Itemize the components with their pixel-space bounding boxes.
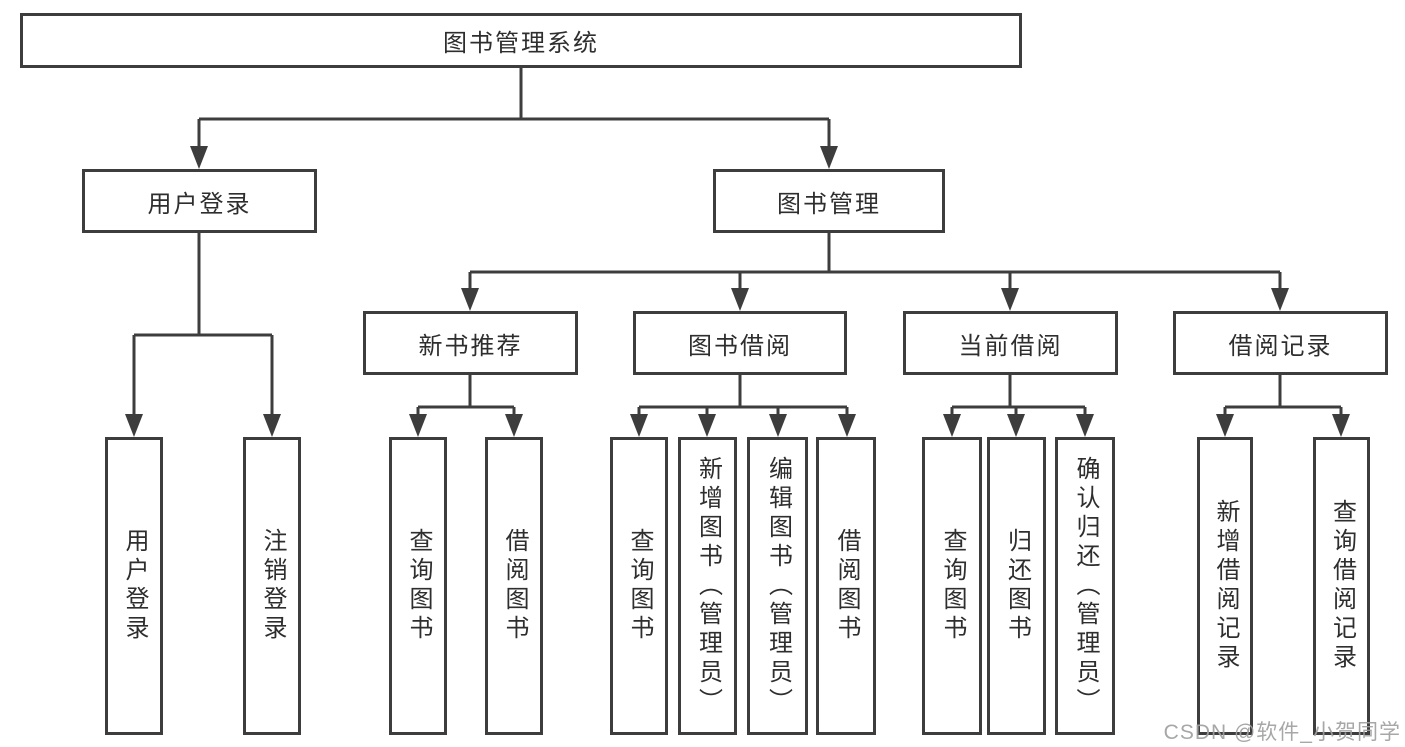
- leaf-query-borrow-record-label: 查询借阅记录: [1328, 499, 1356, 673]
- node-root-label: 图书管理系统: [443, 30, 599, 57]
- leaf-logout-label: 注销登录: [259, 528, 286, 644]
- node-new-book-recommendation-label: 新书推荐: [418, 332, 523, 360]
- node-current-borrowing-label: 当前借阅: [958, 332, 1063, 360]
- arrowhead-icons: [125, 146, 1350, 437]
- leaf-query-books-current-label: 查询图书: [939, 528, 966, 644]
- node-borrowing-records: 借阅记录: [1173, 311, 1388, 375]
- leaf-query-books-borrowing: 查询图书: [610, 437, 668, 735]
- leaf-query-borrow-record: 查询借阅记录: [1313, 437, 1370, 735]
- leaf-add-books-admin-label: 新增图书（管理员）: [694, 455, 722, 717]
- leaf-query-books-current: 查询图书: [922, 437, 982, 735]
- node-book-management-label: 图书管理: [777, 190, 881, 218]
- node-user-login-label: 用户登录: [147, 190, 252, 218]
- leaf-edit-books-admin: 编辑图书（管理员）: [747, 437, 808, 735]
- leaf-confirm-return-admin: 确认归还（管理员）: [1055, 437, 1115, 735]
- leaf-add-borrow-record-label: 新增借阅记录: [1212, 499, 1239, 673]
- watermark: CSDN @软件_小贺同学: [1163, 721, 1401, 744]
- leaf-return-books-label: 归还图书: [1003, 528, 1031, 644]
- node-borrowing-records-label: 借阅记录: [1228, 332, 1333, 360]
- leaf-borrow-books-borrowing-label: 借阅图书: [833, 528, 860, 644]
- leaf-query-books-recommend: 查询图书: [389, 437, 447, 735]
- leaf-query-books-recommend-label: 查询图书: [405, 528, 432, 644]
- leaf-borrow-books-borrowing: 借阅图书: [816, 437, 876, 735]
- node-book-borrowing: 图书借阅: [633, 311, 847, 375]
- leaf-user-login: 用户登录: [105, 437, 163, 735]
- node-new-book-recommendation: 新书推荐: [363, 311, 578, 375]
- leaf-logout: 注销登录: [243, 437, 301, 735]
- leaf-add-books-admin: 新增图书（管理员）: [678, 437, 737, 735]
- leaf-query-books-borrowing-label: 查询图书: [626, 528, 653, 644]
- node-book-management: 图书管理: [713, 169, 945, 233]
- leaf-add-borrow-record: 新增借阅记录: [1197, 437, 1253, 735]
- leaf-user-login-label: 用户登录: [121, 528, 148, 644]
- leaf-confirm-return-admin-label: 确认归还（管理员）: [1072, 455, 1099, 717]
- leaf-return-books: 归还图书: [987, 437, 1046, 735]
- node-current-borrowing: 当前借阅: [903, 311, 1118, 375]
- node-root: 图书管理系统: [20, 13, 1022, 68]
- node-book-borrowing-label: 图书借阅: [688, 332, 792, 360]
- leaf-borrow-books-recommend: 借阅图书: [485, 437, 543, 735]
- leaf-borrow-books-recommend-label: 借阅图书: [501, 528, 528, 644]
- node-user-login: 用户登录: [82, 169, 317, 233]
- leaf-edit-books-admin-label: 编辑图书（管理员）: [764, 455, 792, 717]
